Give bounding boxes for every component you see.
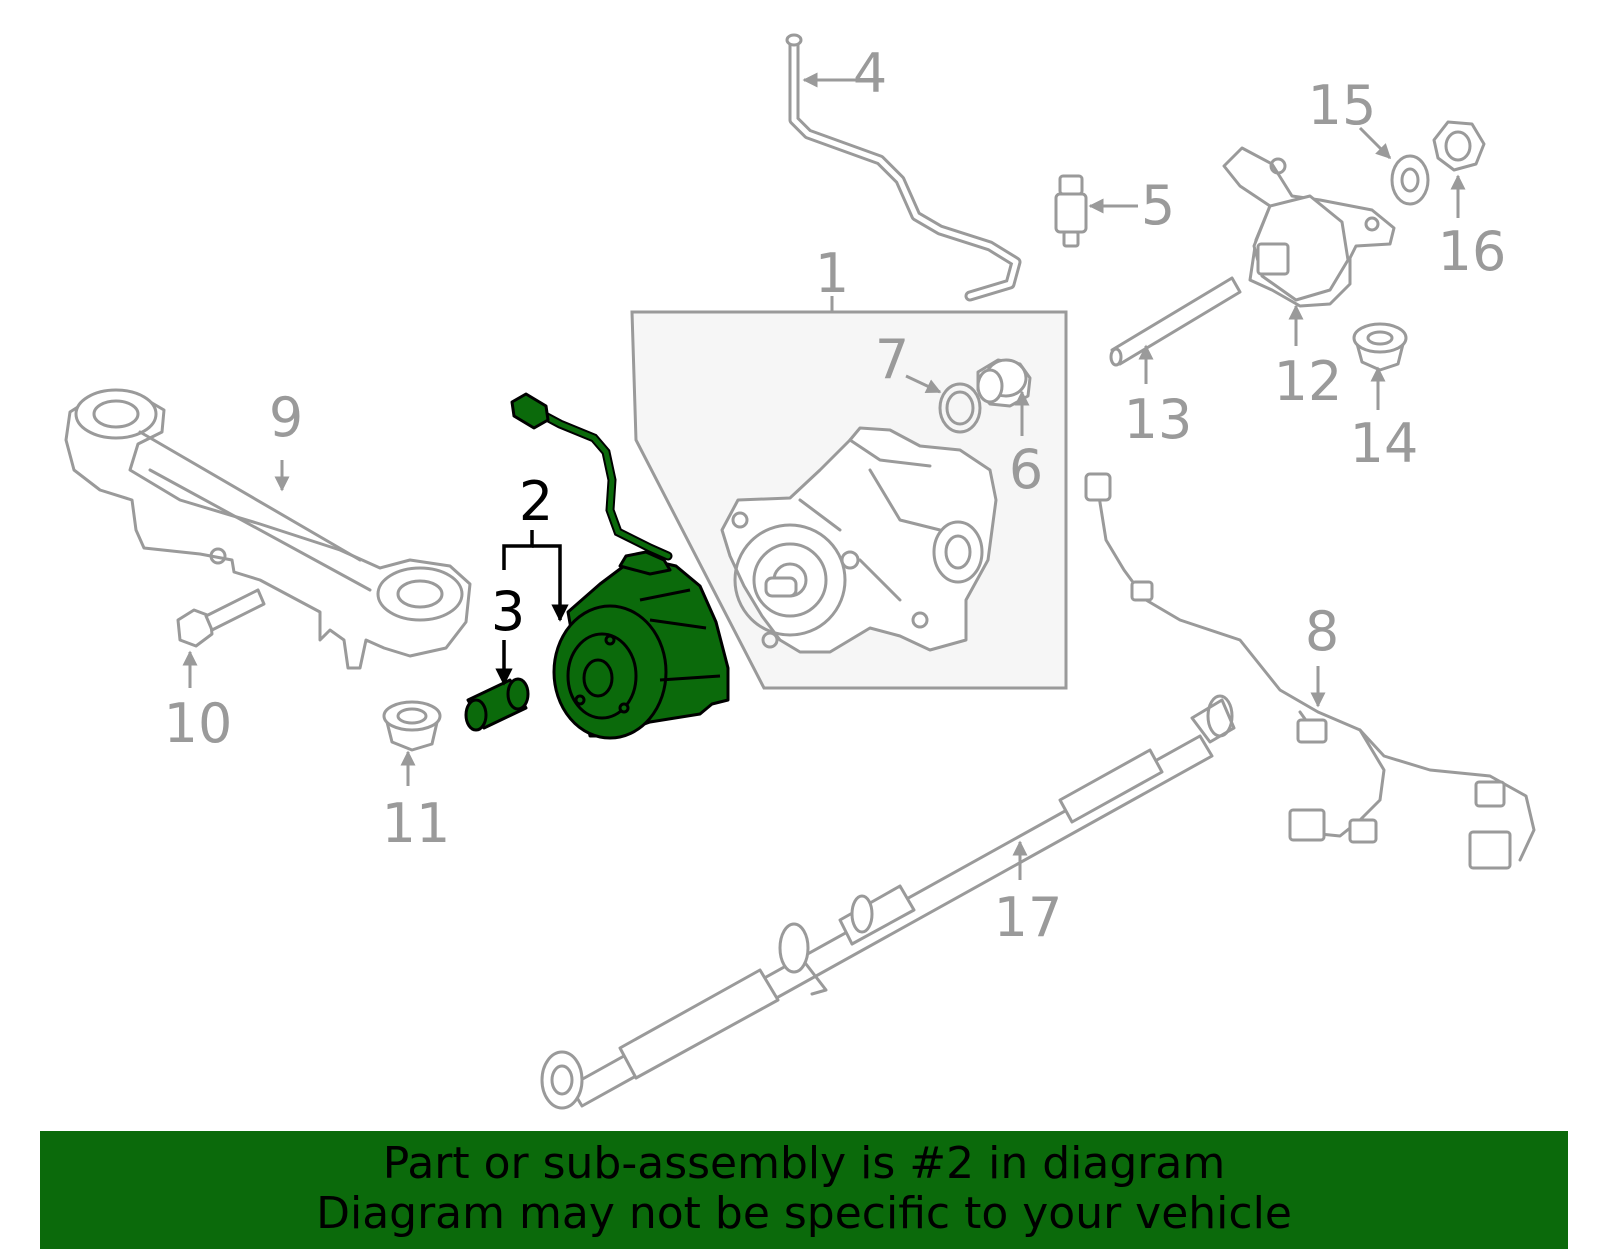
banner-line-2: Diagram may not be specific to your vehi… <box>316 1188 1292 1239</box>
callout-8: 8 <box>1305 600 1339 663</box>
banner-line-1: Part or sub-assembly is #2 in diagram <box>382 1138 1226 1189</box>
part-17-drive-shaft[interactable] <box>540 694 1236 1110</box>
callout-1: 1 <box>815 242 849 305</box>
callout-15: 15 <box>1308 74 1377 137</box>
part-8-harness[interactable] <box>1084 472 1536 870</box>
part-12-mount[interactable] <box>1222 146 1396 308</box>
part-7-seal-ring[interactable] <box>938 382 982 434</box>
callout-16: 16 <box>1438 220 1507 283</box>
part-2-actuator[interactable] <box>510 392 730 740</box>
callout-5: 5 <box>1141 174 1175 237</box>
callout-2: 2 <box>519 470 553 533</box>
callout-11: 11 <box>382 792 451 855</box>
part-13-stud[interactable] <box>1109 276 1242 367</box>
part-16-nut[interactable] <box>1432 120 1486 172</box>
callout-12: 12 <box>1274 350 1343 413</box>
part-10-bolt[interactable] <box>176 588 266 648</box>
part-3-sleeve[interactable] <box>464 677 530 732</box>
callout-4: 4 <box>853 42 887 105</box>
part-11-nut[interactable] <box>382 700 442 752</box>
callout-6: 6 <box>1009 438 1043 501</box>
part-5-sensor[interactable] <box>1054 174 1088 248</box>
part-9-crossmember[interactable] <box>64 388 472 670</box>
part-14-nut[interactable] <box>1352 322 1408 372</box>
callout-10: 10 <box>164 692 233 755</box>
callout-14: 14 <box>1350 412 1419 475</box>
part-1-differential[interactable] <box>630 296 1068 690</box>
callout-17: 17 <box>994 886 1063 949</box>
part-4-vent-tube[interactable] <box>785 33 1022 302</box>
callout-9: 9 <box>269 386 303 449</box>
callout-7: 7 <box>875 328 909 391</box>
part-15-washer[interactable] <box>1390 154 1430 206</box>
callout-3: 3 <box>491 580 525 643</box>
callout-13: 13 <box>1124 388 1193 451</box>
info-banner: Part or sub-assembly is #2 in diagram Di… <box>40 1131 1568 1249</box>
